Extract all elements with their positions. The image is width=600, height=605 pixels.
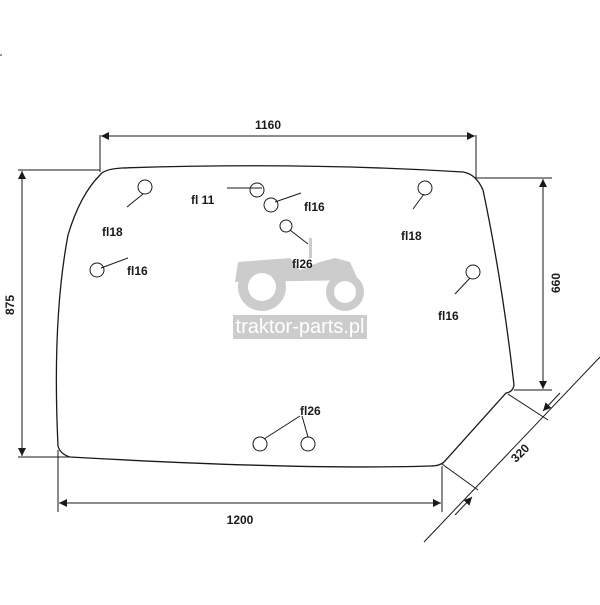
leader-line: [454, 277, 471, 295]
leader-line: [301, 415, 309, 438]
hole-label: fl16: [304, 200, 325, 214]
hole-center-fl26: [279, 219, 293, 233]
leader-line: [126, 193, 144, 208]
watermark-text: traktor-parts.pl: [236, 316, 365, 338]
dim-left: [18, 169, 100, 458]
tractor-icon: [235, 238, 364, 311]
holes: [89, 179, 481, 452]
hole-label: fl 11: [191, 193, 215, 207]
hole-left: [89, 262, 105, 278]
leader-line: [100, 257, 129, 269]
hole-bottom-right: [300, 436, 316, 452]
hole-label: fl16: [438, 309, 459, 323]
dim-bottom-label: 1200: [227, 513, 254, 527]
hole-right: [465, 264, 481, 280]
watermark: traktor-parts.pl: [233, 238, 367, 339]
watermark-banner: [233, 315, 367, 339]
hole-label: fl18: [102, 225, 123, 239]
dim-top-label: 1160: [255, 118, 281, 132]
hole-top-left: [137, 179, 153, 195]
hole-center-fl16: [263, 197, 279, 213]
hole-top-right: [417, 180, 433, 196]
dim-right-label: 660: [549, 273, 563, 293]
hole-label: fl16: [127, 264, 148, 278]
dim-diagonal: [423, 356, 600, 543]
hole-center-fl11: [249, 182, 265, 198]
dim-left-label: 875: [3, 295, 17, 315]
hole-label: fl26: [292, 257, 313, 271]
hole-bottom-left: [252, 436, 268, 452]
leader-line: [274, 192, 302, 203]
edge-mark: [0, 54, 2, 56]
leader-line: [263, 415, 301, 440]
dim-diagonal-label: 320: [508, 441, 532, 465]
hole-label: fl18: [401, 229, 422, 243]
dim-right: [476, 177, 552, 391]
dim-bottom: [57, 450, 443, 512]
glass-outline: [55, 165, 515, 468]
dim-top: [99, 132, 477, 180]
leader-line: [289, 229, 309, 245]
leader-line: [412, 193, 425, 210]
hole-label: fl26: [300, 404, 321, 418]
